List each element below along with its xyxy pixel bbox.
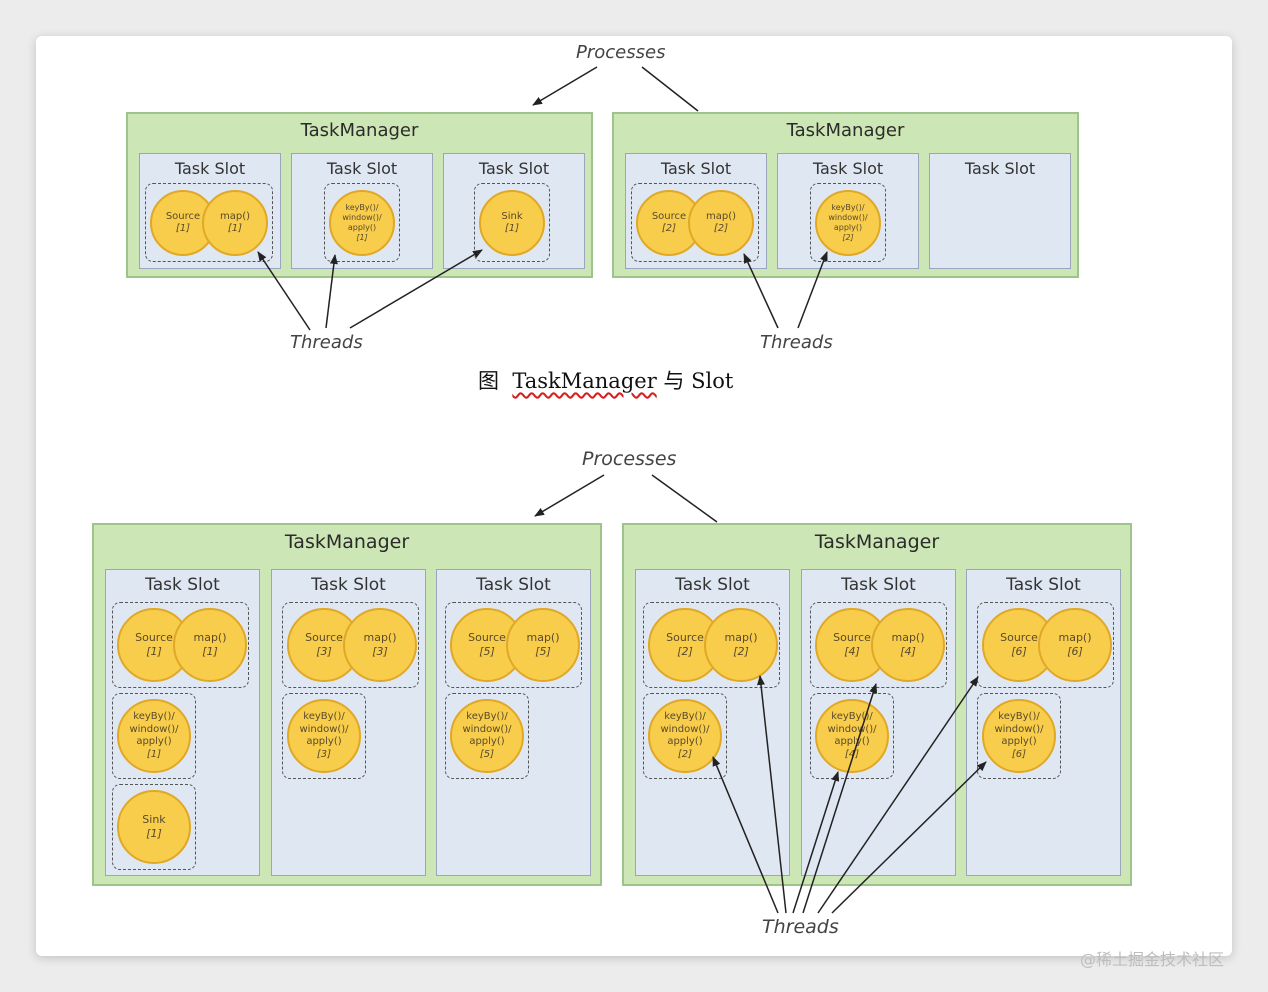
operator-chain-group: keyBy()/ window()/ apply() [2] [643,693,727,779]
task-slot-title: Task Slot [326,159,398,178]
arrow-thread [792,771,840,914]
top-processes-label: Processes [576,42,666,63]
task-slot: Task Slot Source [1] map() [1] [139,153,281,269]
operator-map: map() [1] [202,190,268,256]
task-slot-title: Task Slot [174,159,246,178]
arrow-thread [817,676,979,914]
arrow-thread [797,251,828,329]
operator-keyby-window-apply: keyBy()/ window()/ apply() [1] [329,190,395,256]
operator-chain-group: Source [1] map() [1] [145,183,273,262]
bottom-processes-label: Processes [582,448,677,470]
top-taskmanager-2: TaskManager Task Slot Source [2] map() [… [612,112,1079,278]
operator-chain-group: keyBy()/ window()/ apply() [6] [977,693,1061,779]
operator-chain-group: Sink [1] [112,784,196,870]
operator-keyby-window-apply: keyBy()/ window()/ apply() [2] [648,699,722,773]
task-slot: Task Slot Source [2] map() [2] [625,153,767,269]
operator-chain-group: Source [1] map() [1] [112,602,249,688]
task-slot: Task Slot Source [1] map() [1] keyBy()/ … [105,569,260,876]
line-process-to-taskmanager [651,474,718,523]
task-slot: Task Slot Source [3] map() [3] keyBy()/ … [271,569,426,876]
taskmanager-title: TaskManager [786,120,905,141]
task-slot-title: Task Slot [675,575,750,595]
arrow-thread [757,675,787,914]
task-slot-title: Task Slot [145,575,220,595]
task-slot: Task Slot Source [5] map() [5] keyBy()/ … [436,569,591,876]
figure-caption: 图 TaskManager 与 Slot [478,365,733,395]
operator-keyby-window-apply: keyBy()/ window()/ apply() [1] [117,699,191,773]
operator-sink: Sink [1] [479,190,545,256]
operator-chain-group: keyBy()/ window()/ apply() [5] [445,693,529,779]
caption-joiner: 与 [663,369,685,393]
operator-chain-group: Sink [1] [474,183,550,262]
taskmanager-title: TaskManager [284,531,410,553]
operator-chain-group: keyBy()/ window()/ apply() [1] [112,693,196,779]
operator-chain-group: Source [4] map() [4] [810,602,947,688]
arrow-thread [712,756,779,914]
arrow-thread [257,251,311,331]
operator-map: map() [6] [1038,608,1112,682]
task-slot-title: Task Slot [964,159,1036,178]
operator-keyby-window-apply: keyBy()/ window()/ apply() [5] [450,699,524,773]
task-slot-title: Task Slot [478,159,550,178]
task-slot: Task Slot Source [2] map() [2] keyBy()/ … [635,569,790,876]
caption-suffix: Slot [691,369,734,393]
operator-chain-group: Source [2] map() [2] [631,183,759,262]
watermark: @稀土掘金技术社区 [1080,950,1225,969]
operator-chain-group: Source [5] map() [5] [445,602,582,688]
top-taskmanager-1: TaskManager Task Slot Source [1] map() [… [126,112,593,278]
operator-sink: Sink [1] [117,790,191,864]
task-slot: Task Slot keyBy()/ window()/ apply() [1] [291,153,433,269]
task-slot: Task Slot Source [4] map() [4] keyBy()/ … [801,569,956,876]
task-slot-title: Task Slot [841,575,916,595]
operator-map: map() [2] [704,608,778,682]
arrow-process-to-taskmanager [532,66,598,106]
operator-chain-group: keyBy()/ window()/ apply() [1] [324,183,400,262]
taskmanager-title: TaskManager [300,120,419,141]
operator-keyby-window-apply: keyBy()/ window()/ apply() [3] [287,699,361,773]
arrow-process-to-taskmanager [534,474,605,517]
arrow-thread [349,249,483,329]
bottom-taskmanager-1: TaskManager Task Slot Source [1] map() [… [92,523,602,886]
operator-source: Source [2] [648,608,722,682]
operator-map: map() [1] [173,608,247,682]
operator-map: map() [4] [871,608,945,682]
operator-keyby-window-apply: keyBy()/ window()/ apply() [6] [982,699,1056,773]
operator-map: map() [3] [343,608,417,682]
operator-chain-group: Source [3] map() [3] [282,602,419,688]
operator-source: Source [6] [982,608,1056,682]
caption-term: TaskManager [512,369,657,393]
arrow-thread [325,254,338,329]
caption-prefix: 图 [478,369,499,393]
arrow-thread [831,761,987,914]
taskmanager-title: TaskManager [814,531,940,553]
task-slot-title: Task Slot [812,159,884,178]
operator-chain-group: Source [2] map() [2] [643,602,780,688]
operator-chain-group: Source [6] map() [6] [977,602,1114,688]
operator-keyby-window-apply: keyBy()/ window()/ apply() [2] [815,190,881,256]
top-threads-label-right: Threads [760,332,833,353]
arrow-thread [743,253,779,329]
arrow-thread [802,683,878,914]
top-threads-label-left: Threads [290,332,363,353]
task-slot: Task Slot keyBy()/ window()/ apply() [2] [777,153,919,269]
task-slot-empty: Task Slot [929,153,1071,269]
operator-map: map() [5] [506,608,580,682]
task-slot: Task Slot Source [6] map() [6] keyBy()/ … [966,569,1121,876]
bottom-threads-label: Threads [762,916,839,938]
task-slot-title: Task Slot [1006,575,1081,595]
task-slot: Task Slot Sink [1] [443,153,585,269]
operator-chain-group: keyBy()/ window()/ apply() [2] [810,183,886,262]
operator-map: map() [2] [688,190,754,256]
task-slot-title: Task Slot [476,575,551,595]
operator-chain-group: keyBy()/ window()/ apply() [3] [282,693,366,779]
bottom-taskmanager-2: TaskManager Task Slot Source [2] map() [… [622,523,1132,886]
task-slot-title: Task Slot [660,159,732,178]
task-slot-title: Task Slot [311,575,386,595]
line-process-to-taskmanager [641,66,699,112]
